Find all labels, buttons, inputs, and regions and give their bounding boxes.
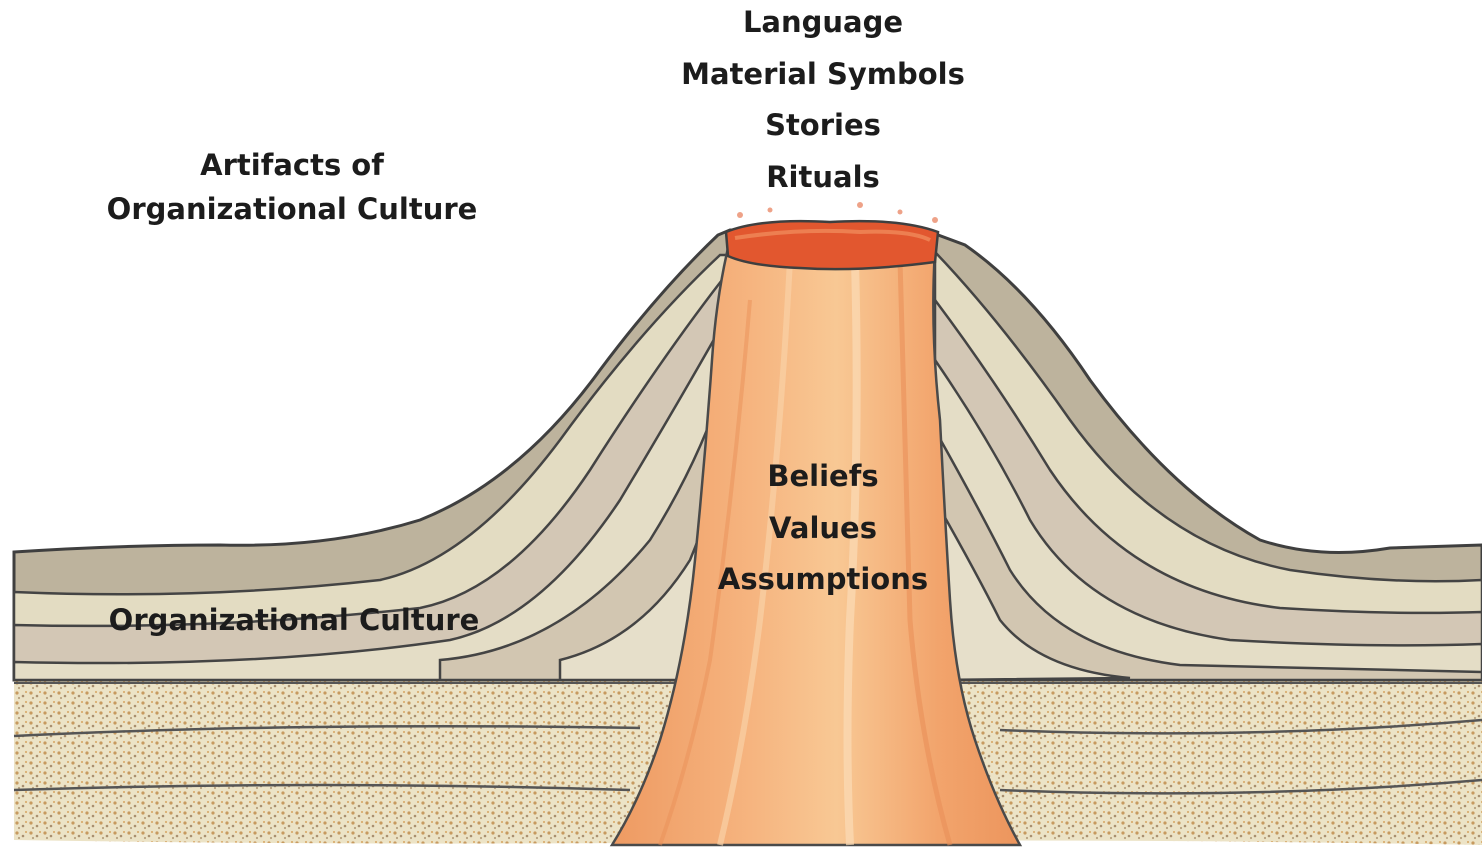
core-item-beliefs: Beliefs xyxy=(623,462,1023,491)
core-item-assumptions: Assumptions xyxy=(623,565,1023,594)
crater-glow xyxy=(726,221,938,269)
artifact-item-stories: Stories xyxy=(623,111,1023,140)
core-item-values: Values xyxy=(623,514,1023,543)
organizational-culture-label: Organizational Culture xyxy=(94,606,494,635)
artifact-item-language: Language xyxy=(623,8,1023,37)
artifact-item-material-symbols: Material Symbols xyxy=(623,60,1023,89)
artifacts-heading-line2: Organizational Culture xyxy=(92,195,492,224)
artifact-item-rituals: Rituals xyxy=(623,163,1023,192)
artifacts-heading-line1: Artifacts of xyxy=(92,151,492,180)
